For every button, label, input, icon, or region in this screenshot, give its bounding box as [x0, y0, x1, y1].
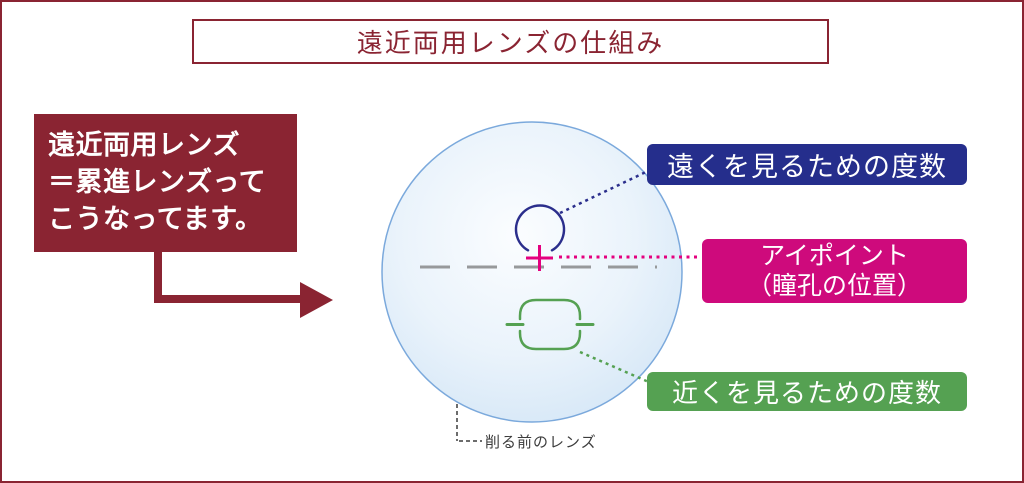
- near-zone-mark-icon: [505, 298, 595, 351]
- near-power-tag: 近くを見るための度数: [647, 372, 967, 411]
- raw-lens-caption: 削る前のレンズ: [485, 434, 597, 451]
- leader-near: [579, 350, 652, 385]
- eyepoint-tag: アイポイント （瞳孔の位置）: [702, 239, 967, 303]
- distance-power-tag: 遠くを見るための度数: [647, 144, 967, 185]
- leader-raw-lens: [456, 404, 482, 442]
- callout-line-1: 遠近両用レンズ: [48, 130, 240, 160]
- near-power-label: 近くを見るための度数: [671, 378, 942, 408]
- eyepoint-cross-icon: [526, 245, 553, 271]
- distance-power-label: 遠くを見るための度数: [667, 152, 947, 182]
- page-title: 遠近両用レンズの仕組み: [356, 28, 665, 58]
- page-title-box: 遠近両用レンズの仕組み: [192, 19, 829, 64]
- eyepoint-label-line-2: （瞳孔の位置）: [746, 272, 922, 300]
- callout-line-3: こうなってます。: [48, 204, 263, 234]
- elbow-arrow-icon: [154, 252, 333, 318]
- callout-line-2: ＝累進レンズって: [48, 167, 267, 197]
- lens-circle: [381, 121, 683, 423]
- callout-box: 遠近両用レンズ ＝累進レンズって こうなってます。: [34, 114, 297, 252]
- leader-far: [559, 169, 649, 215]
- eyepoint-label-line-1: アイポイント: [760, 242, 909, 270]
- far-zone-circle-icon: [514, 204, 566, 252]
